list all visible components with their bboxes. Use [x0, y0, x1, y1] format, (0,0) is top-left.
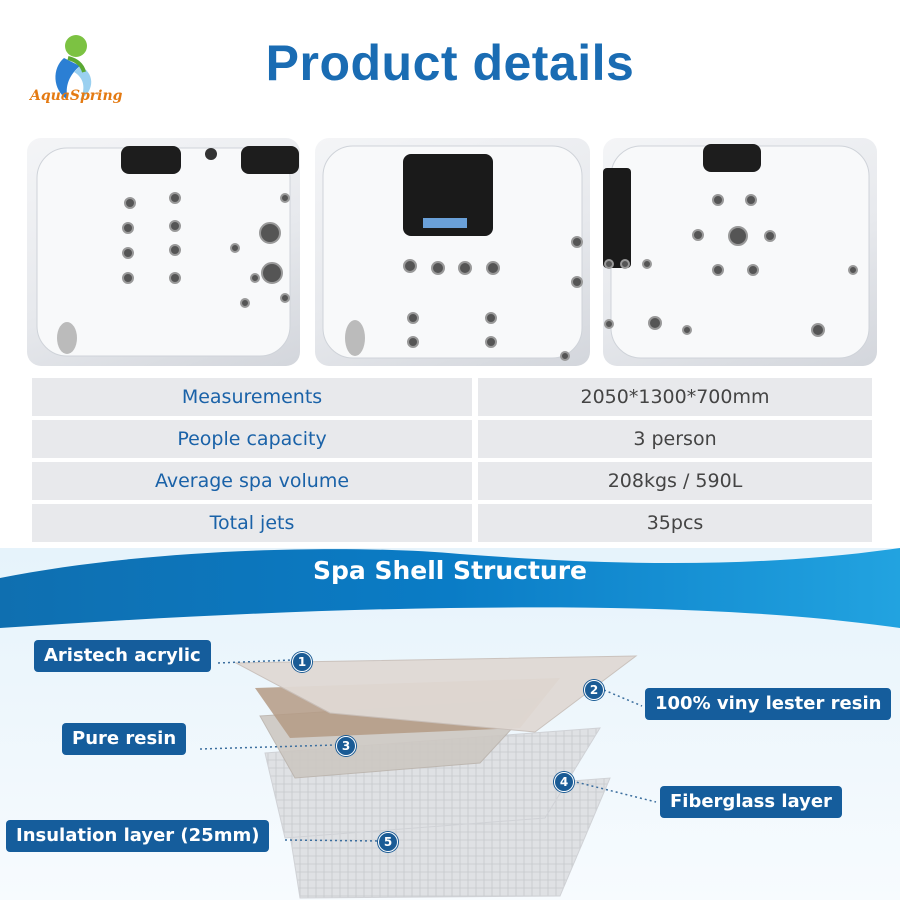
spec-value: 208kgs / 590L — [478, 462, 872, 500]
spec-row-total-jets: Total jets 35pcs — [32, 504, 872, 542]
spec-row-spa-volume: Average spa volume 208kgs / 590L — [32, 462, 872, 500]
page-title: Product details — [265, 35, 635, 91]
spec-value: 3 person — [478, 420, 872, 458]
spec-label: Measurements — [32, 378, 472, 416]
spec-label: Total jets — [32, 504, 472, 542]
layer-marker-2: 2 — [584, 680, 604, 700]
aquaspring-logo — [24, 28, 134, 118]
layer-tag-vinylester-resin: 100% viny lester resin — [645, 688, 892, 720]
shell-structure-title: Spa Shell Structure — [312, 556, 587, 585]
spa-photo-right — [603, 138, 877, 366]
layer-marker-5: 5 — [378, 832, 398, 852]
layer-tag-fiberglass: Fiberglass layer — [660, 786, 842, 818]
spec-label: Average spa volume — [32, 462, 472, 500]
layer-marker-1: 1 — [292, 652, 312, 672]
spec-row-measurements: Measurements 2050*1300*700mm — [32, 378, 872, 416]
spa-photo-left — [27, 138, 300, 366]
layer-marker-4: 4 — [554, 772, 574, 792]
brand-name: AquaSpring — [30, 88, 123, 104]
layer-tag-pure-resin: Pure resin — [62, 723, 187, 755]
layer-tag-aristech-acrylic: Aristech acrylic — [34, 640, 211, 672]
spa-photo-center — [315, 138, 590, 366]
layer-tag-insulation: Insulation layer (25mm) — [6, 820, 270, 852]
spec-label: People capacity — [32, 420, 472, 458]
spec-row-people-capacity: People capacity 3 person — [32, 420, 872, 458]
spec-value: 2050*1300*700mm — [478, 378, 872, 416]
layer-marker-3: 3 — [336, 736, 356, 756]
spec-value: 35pcs — [478, 504, 872, 542]
